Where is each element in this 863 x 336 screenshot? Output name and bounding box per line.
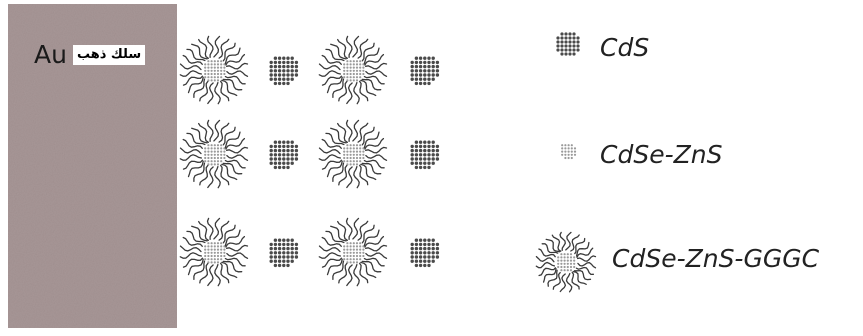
- legend-label-cds: CdS: [600, 33, 649, 62]
- cdse-zns-gggc-particle: [319, 36, 386, 103]
- legend-icons: [536, 32, 595, 291]
- core-dots: [343, 242, 364, 263]
- cdse-zns-gggc-particle: [319, 218, 386, 285]
- cds-particle: [270, 57, 299, 86]
- cdse-zns-gggc-particle: [180, 218, 247, 285]
- core-dots: [204, 60, 225, 81]
- au-label: Au: [34, 40, 67, 69]
- cdse-zns-small-dot-icon: [561, 144, 576, 159]
- cds-particle: [411, 57, 440, 86]
- core-dots: [204, 144, 225, 165]
- particle-grid: [180, 36, 439, 285]
- core-dots: [343, 144, 364, 165]
- core-dots: [204, 242, 225, 263]
- arabic-label: سلك ذهب: [73, 45, 145, 65]
- legend-label-cdse-zns: CdSe-ZnS: [600, 140, 722, 169]
- electrode-label: Au سلك ذهب: [34, 40, 145, 69]
- cds-particle: [270, 239, 299, 268]
- legend-label-cdse-zns-gggc: CdSe-ZnS-GGGC: [612, 244, 819, 273]
- core-dots: [557, 253, 575, 271]
- cds-dotted-sphere-icon: [556, 32, 579, 55]
- cds-particle: [411, 141, 440, 170]
- cds-particle: [411, 239, 440, 268]
- cdse-zns-gggc-hairy-sphere-icon: [536, 232, 595, 291]
- cdse-zns-gggc-particle: [180, 36, 247, 103]
- core-dots: [343, 60, 364, 81]
- cds-particle: [270, 141, 299, 170]
- cdse-zns-gggc-particle: [180, 120, 247, 187]
- cdse-zns-gggc-particle: [319, 120, 386, 187]
